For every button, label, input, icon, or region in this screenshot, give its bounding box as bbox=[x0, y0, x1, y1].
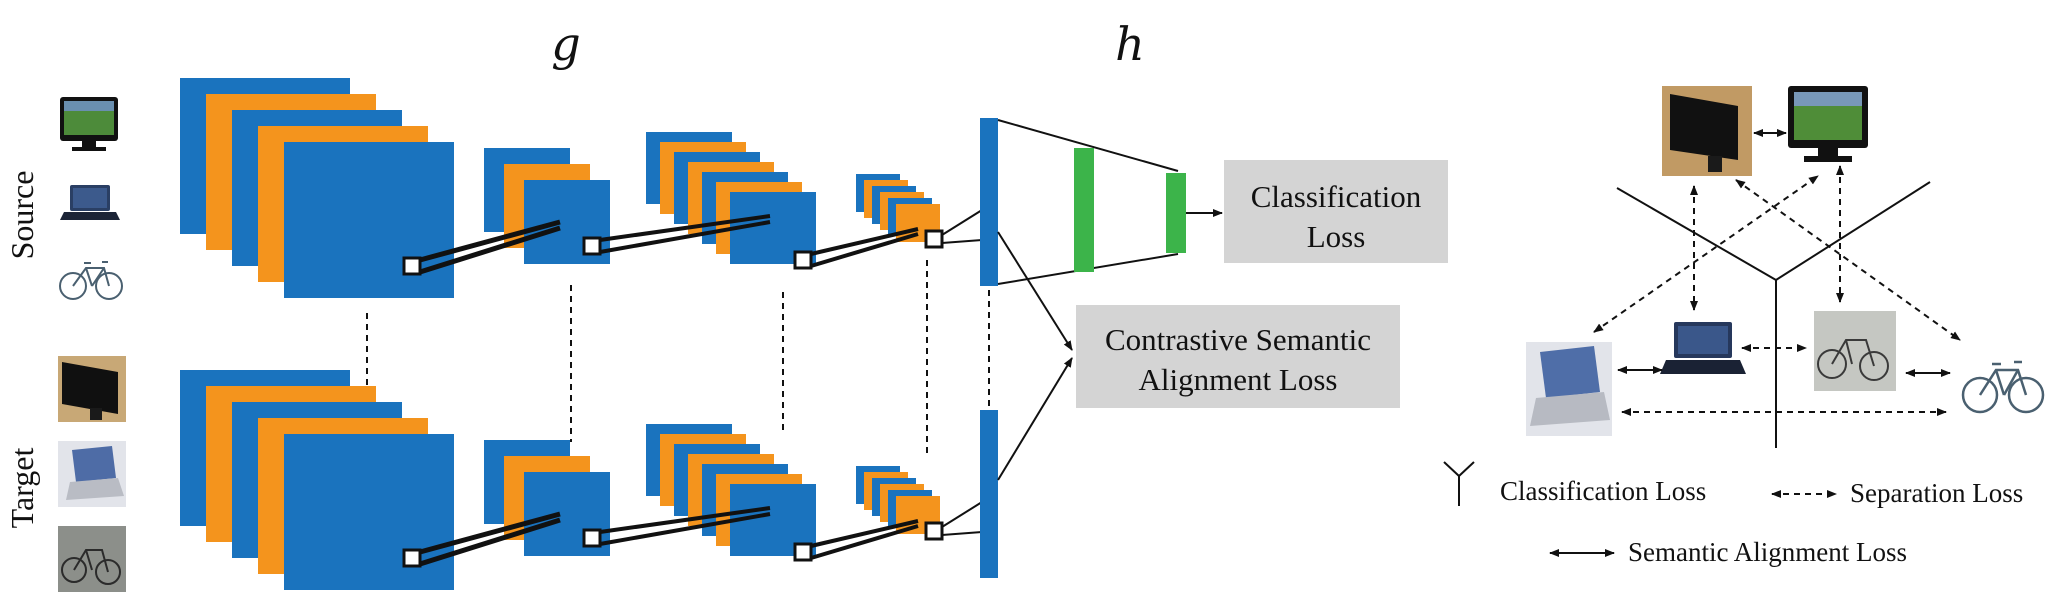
classification-box-line2: Loss bbox=[1307, 219, 1366, 254]
receptive-field-patch bbox=[793, 542, 813, 562]
legend-semantic-label: Semantic Alignment Loss bbox=[1628, 537, 1907, 567]
classifier-h bbox=[997, 119, 1223, 285]
target-bicycle-node bbox=[1814, 311, 1896, 391]
h-label: h bbox=[1115, 17, 1145, 71]
receptive-field-line bbox=[941, 501, 983, 528]
receptive-field-patch bbox=[582, 528, 602, 548]
classification-box-line1: Classification bbox=[1251, 179, 1422, 214]
monitor-image bbox=[58, 356, 126, 422]
laptop-image bbox=[60, 185, 120, 220]
receptive-field-line bbox=[419, 511, 561, 555]
semantic-alignment-arrows bbox=[1617, 129, 1951, 377]
receptive-field-line bbox=[419, 517, 561, 567]
bicycle-image bbox=[59, 261, 123, 300]
g-label: g bbox=[551, 17, 580, 71]
receptive-field-line bbox=[419, 225, 561, 275]
target-monitor-node bbox=[1662, 86, 1752, 176]
receptive-field-line bbox=[810, 227, 919, 256]
legend-classification-label: Classification Loss bbox=[1500, 476, 1706, 506]
laptop-image bbox=[58, 441, 126, 507]
csa-loss-box: Contrastive Semantic Alignment Loss bbox=[1076, 305, 1400, 408]
receptive-field-line bbox=[941, 531, 983, 536]
source-monitor-node bbox=[1788, 86, 1868, 162]
receptive-field-patch bbox=[924, 521, 944, 541]
separation-arrows bbox=[1593, 165, 1961, 416]
receptive-field-line bbox=[599, 220, 771, 254]
csa-box-line1: Contrastive Semantic bbox=[1105, 322, 1371, 357]
receptive-field-line bbox=[941, 239, 983, 244]
source-feature-maps bbox=[180, 78, 983, 298]
receptive-field-line bbox=[810, 524, 919, 560]
receptive-field-line bbox=[599, 214, 771, 242]
receptive-field-patch bbox=[793, 250, 813, 270]
source-thumbnails bbox=[59, 97, 123, 300]
receptive-field-line bbox=[810, 232, 919, 268]
target-fc-bar bbox=[980, 410, 998, 578]
receptive-field-line bbox=[810, 519, 919, 548]
csa-arrows bbox=[997, 231, 1073, 481]
source-bicycle-node bbox=[1961, 360, 2045, 414]
receptive-field-line bbox=[941, 209, 983, 236]
target-thumbnails bbox=[58, 356, 126, 592]
fc-layer-1 bbox=[1074, 148, 1094, 272]
receptive-field-patch bbox=[402, 256, 422, 276]
source-laptop-node bbox=[1660, 322, 1746, 374]
target-feature-maps bbox=[180, 370, 983, 590]
receptive-field-line bbox=[599, 506, 771, 534]
feature-map-conv1 bbox=[284, 434, 454, 590]
target-laptop-node bbox=[1526, 342, 1612, 436]
classification-loss-box: Classification Loss bbox=[1224, 160, 1448, 263]
legend-separation-label: Separation Loss bbox=[1850, 478, 2023, 508]
legend: Classification Loss Separation Loss Sema… bbox=[1443, 461, 2023, 567]
target-label: Target bbox=[4, 448, 40, 529]
monitor-image bbox=[60, 97, 118, 151]
source-fc-bar bbox=[980, 118, 998, 286]
receptive-field-patch bbox=[582, 236, 602, 256]
embedding-schematic: Classification Loss Separation Loss Sema… bbox=[1443, 86, 2045, 567]
bicycle-image bbox=[58, 526, 126, 592]
receptive-field-line bbox=[419, 219, 561, 263]
receptive-field-line bbox=[599, 512, 771, 546]
feature-map-conv1 bbox=[284, 142, 454, 298]
csa-box-line2: Alignment Loss bbox=[1139, 362, 1338, 397]
legend-classification-symbol bbox=[1443, 461, 1475, 506]
source-label: Source bbox=[4, 171, 40, 260]
fc-layer-2 bbox=[1166, 173, 1186, 253]
receptive-field-patch bbox=[402, 548, 422, 568]
receptive-field-patch bbox=[924, 229, 944, 249]
shared-weights-lines bbox=[366, 260, 990, 455]
